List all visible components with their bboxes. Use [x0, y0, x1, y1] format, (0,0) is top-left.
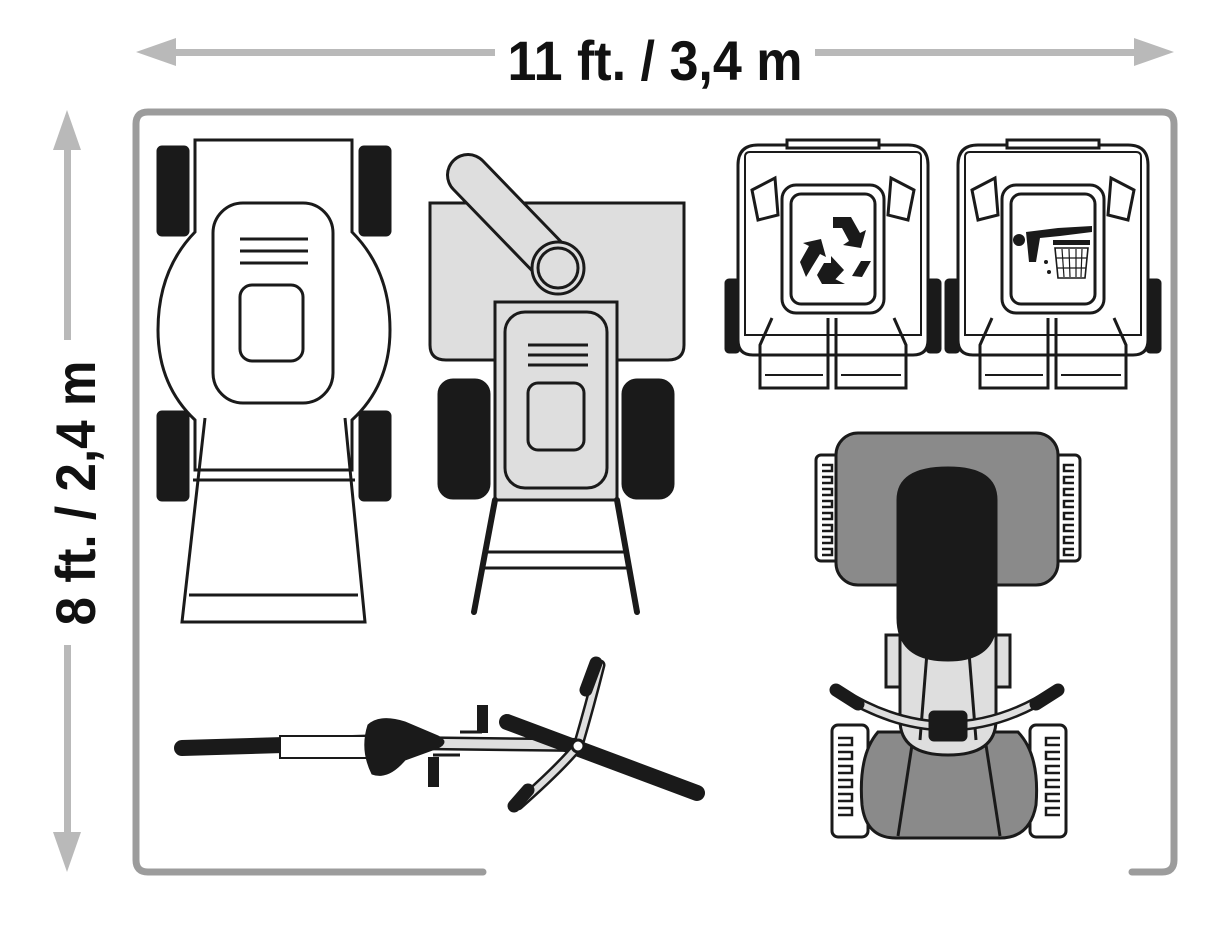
trash-bin-icon: [944, 138, 1162, 390]
width-dimension-label: 11 ft. / 3,4 m: [508, 29, 803, 92]
recycling-bin-icon: [724, 138, 942, 390]
tiller-icon: [428, 153, 686, 615]
storage-frame-outline: [132, 108, 1178, 876]
recycle-symbol-icon: [800, 217, 871, 284]
litter-disposal-symbol-icon: [1013, 226, 1092, 279]
width-dimension-arrow: [136, 38, 1174, 66]
height-dimension-arrow: [53, 110, 81, 872]
riding-mower-icon: [814, 431, 1082, 840]
height-dimension-label: 8 ft. / 2,4 m: [44, 361, 107, 626]
push-mower-icon: [156, 138, 392, 624]
bicycle-icon: [174, 656, 705, 813]
